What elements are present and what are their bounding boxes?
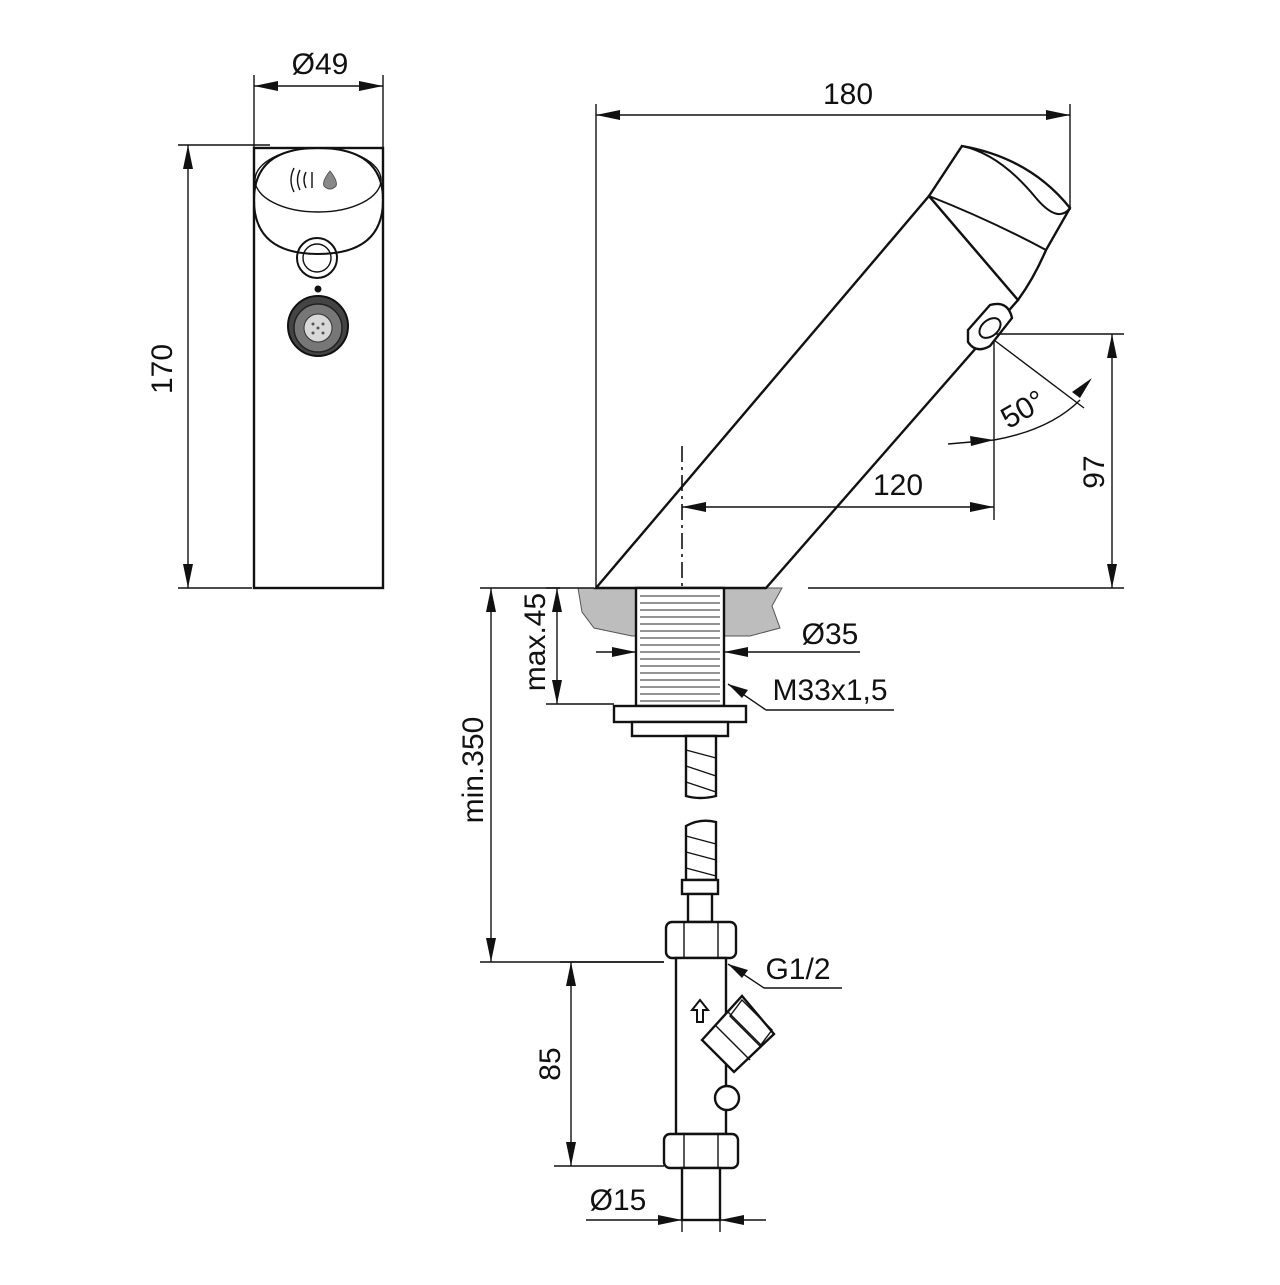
- side-view: 180 120 97 50° max.45 Ø35: [457, 78, 1124, 1232]
- outlet-nozzle: [966, 302, 1014, 351]
- dim-height-97: 97: [1078, 455, 1111, 488]
- aerator-icon: [287, 295, 349, 357]
- thread-pattern: [640, 595, 720, 702]
- dim-reach-120: 120: [873, 469, 923, 502]
- water-drop-icon: [323, 170, 337, 190]
- fixing-nut: [630, 720, 730, 738]
- flow-arrow-icon: [689, 998, 711, 1023]
- dim-diameter-15: Ø15: [590, 1184, 647, 1217]
- dim-diameter-35: Ø35: [802, 618, 859, 651]
- dim-connection-g12: G1/2: [765, 953, 830, 986]
- faucet-body-front: [252, 146, 385, 590]
- faucet-body-side: [593, 194, 1020, 590]
- dim-thread-m33: M33x1,5: [772, 674, 887, 707]
- upper-hex-nut: [664, 920, 738, 960]
- dim-diameter-49: Ø49: [292, 48, 349, 81]
- isolating-valve-knob: [713, 1084, 741, 1112]
- lower-hex-nut: [662, 1132, 740, 1170]
- sensor-window: [254, 147, 382, 213]
- front-button: [296, 237, 338, 279]
- threaded-shank: [634, 586, 726, 708]
- sensor-waves-icon: [290, 167, 313, 193]
- filter-housing: [700, 994, 776, 1074]
- front-view: Ø49 170: [146, 48, 385, 590]
- dim-min-350: min.350: [457, 717, 490, 824]
- dim-height-170: 170: [146, 344, 179, 394]
- dim-length-85: 85: [534, 1047, 567, 1080]
- dim-angle-50: 50°: [995, 384, 1051, 435]
- dim-max-45: max.45: [519, 593, 552, 691]
- dim-length-180: 180: [823, 78, 873, 111]
- fixing-washer: [612, 704, 748, 724]
- spout-cap: [927, 144, 1072, 302]
